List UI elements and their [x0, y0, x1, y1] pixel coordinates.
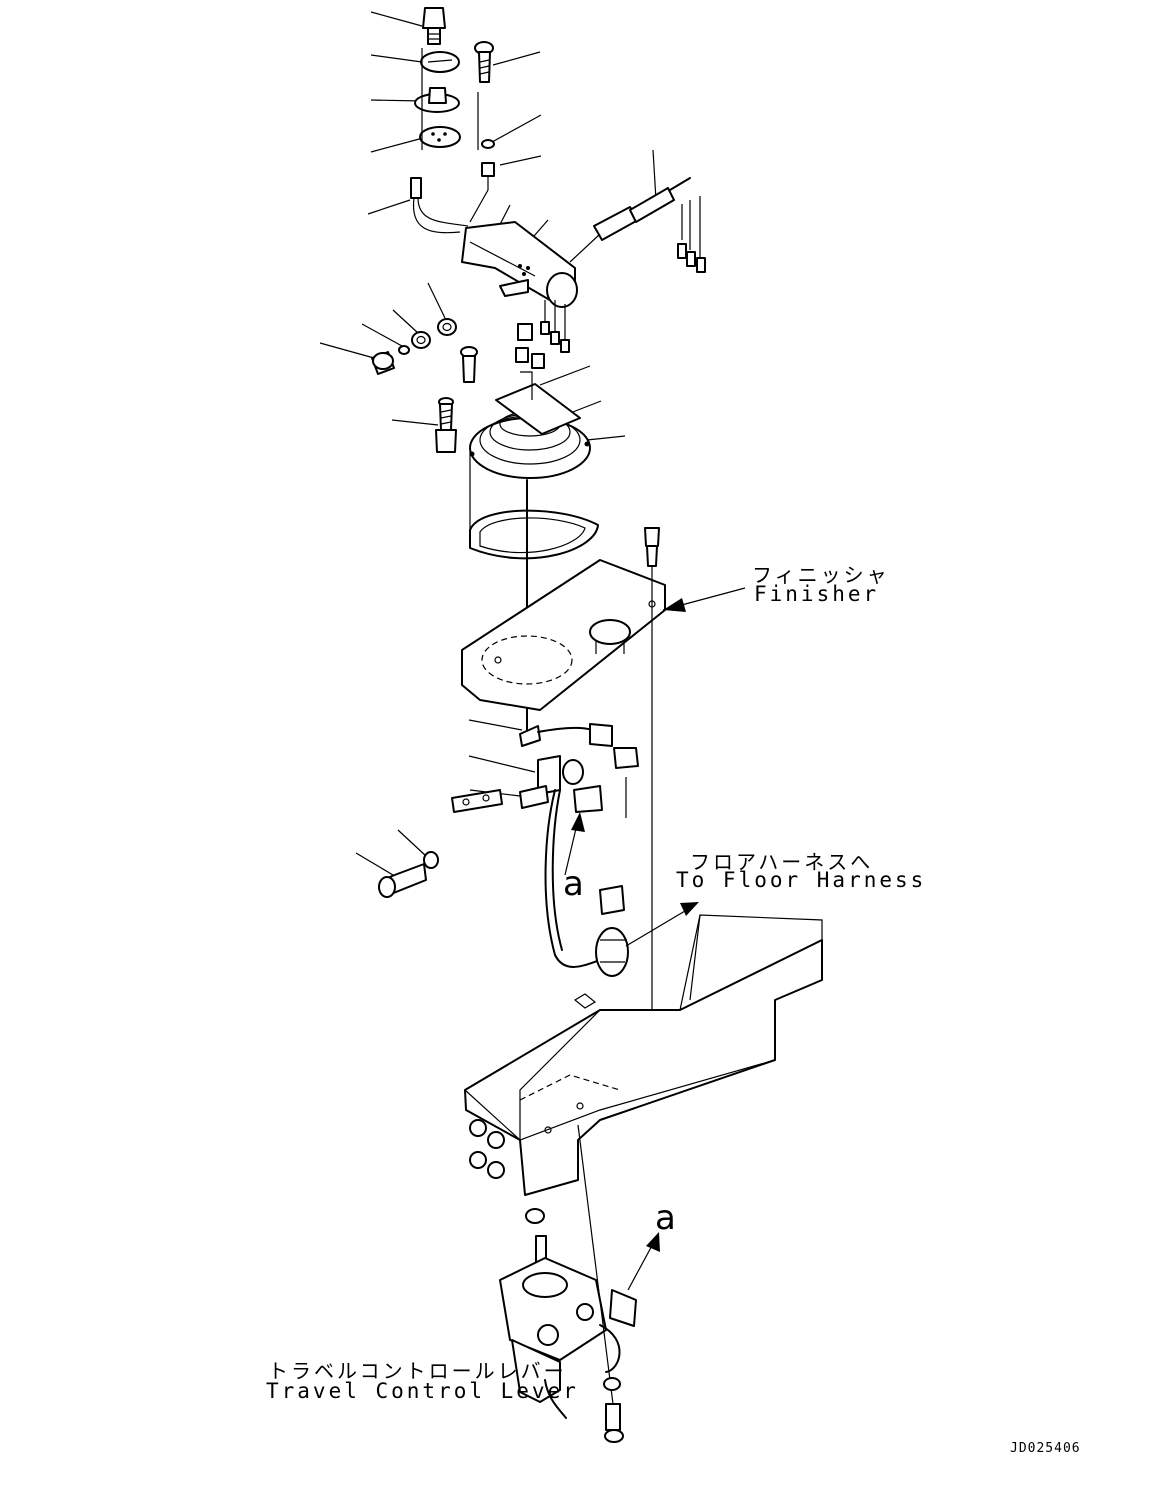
- control-console: [465, 915, 822, 1195]
- lever-grip-body: [462, 178, 705, 368]
- finisher-label-en: Finisher: [754, 582, 880, 606]
- connector-ref-lower: a: [655, 1198, 676, 1238]
- wiring-bracket: [452, 724, 638, 967]
- floor-harness-label-en: To Floor Harness: [676, 868, 927, 892]
- finisher-panel: [462, 528, 665, 1010]
- mounting-bolt: [379, 852, 438, 897]
- pointer-arrows: [565, 588, 745, 1290]
- floor-harness-connector: [596, 886, 699, 976]
- connector-ref-upper: a: [563, 864, 584, 904]
- travel-lever-label-en: Travel Control Lever: [266, 1379, 579, 1403]
- drawing-code: JD025406: [1010, 1441, 1081, 1456]
- finisher-label-ja: フィニッシャ: [752, 563, 890, 587]
- travel-lever-label-ja: トラベルコントロールレバー: [268, 1359, 567, 1383]
- left-small-parts: [372, 319, 477, 452]
- callout-leaders: [320, 12, 656, 875]
- floor-harness-label-ja: フロアハーネスへ: [690, 850, 874, 874]
- knob-parts: [411, 8, 494, 233]
- travel-control-lever: [500, 1125, 636, 1442]
- rubber-boot: [470, 372, 591, 478]
